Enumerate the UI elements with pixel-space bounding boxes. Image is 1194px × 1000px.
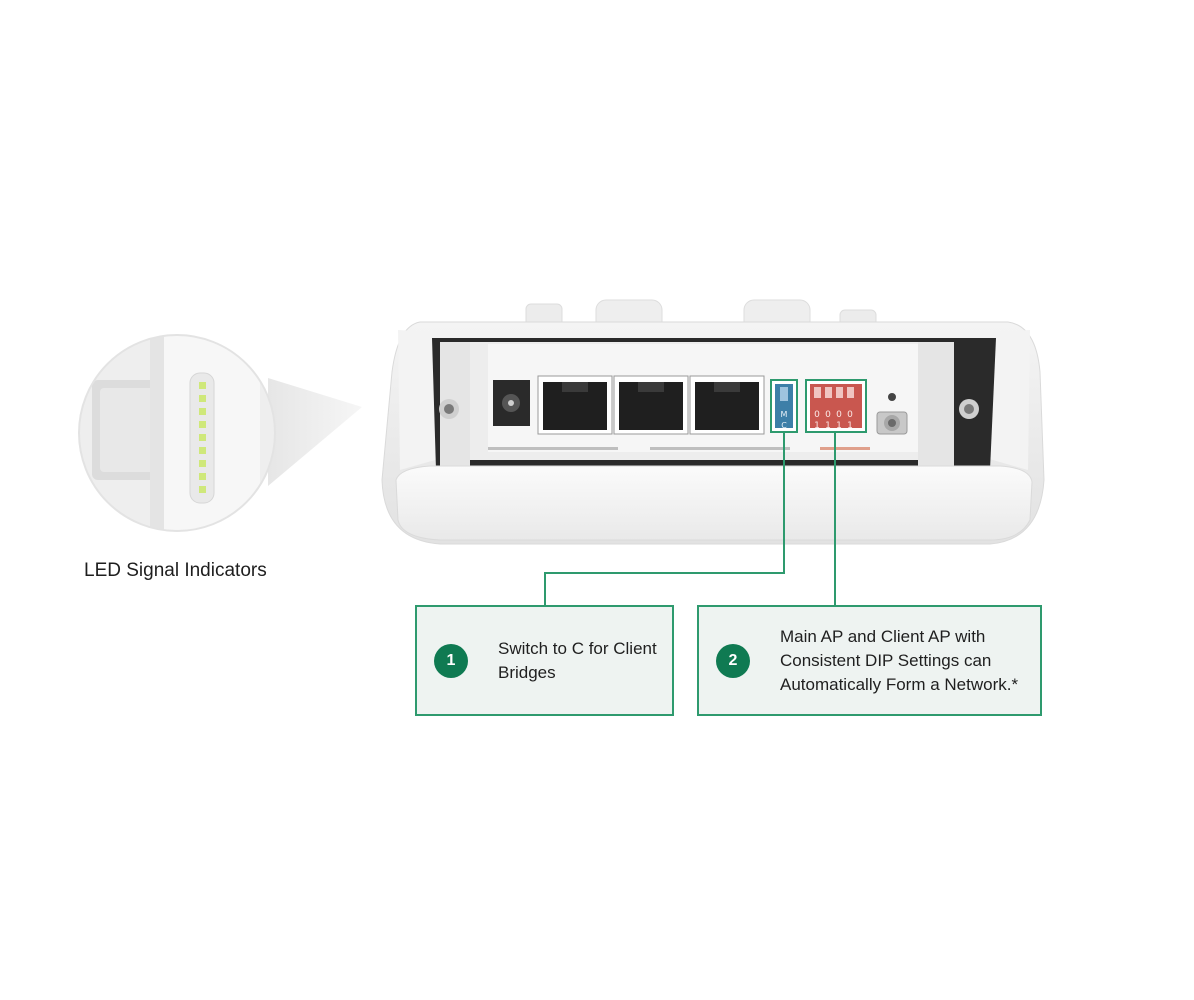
dip-top-label: 0: [814, 410, 820, 420]
dip-top-label: 0: [825, 410, 831, 420]
callout-dip-settings: 2 Main AP and Client AP with Consistent …: [697, 605, 1042, 716]
led-signal-label: LED Signal Indicators: [84, 560, 267, 581]
led-bar-icon: [199, 382, 206, 493]
dip-bottom-label: 1: [825, 421, 831, 431]
dip-switch: 0 0 0 0 1 1 1 1: [805, 379, 867, 433]
callout-text: Main AP and Client AP with Consistent DI…: [780, 626, 1019, 694]
step-number-badge: 1: [434, 643, 468, 678]
ethernet-port-1: [537, 375, 613, 435]
callout-client-bridge: 1 Switch to C for Client Bridges: [415, 605, 674, 716]
magnifier-pointer: [268, 378, 362, 486]
callout-text: Switch to C for Client Bridges: [498, 638, 657, 682]
reset-button: [876, 393, 908, 435]
connector-line-1: [544, 433, 785, 605]
ethernet-port-2: [613, 375, 689, 435]
switch-label-c: C: [781, 421, 787, 430]
dip-top-label: 0: [836, 410, 842, 420]
switch-label-m: M: [781, 410, 788, 419]
step-number-badge: 2: [716, 643, 750, 678]
dip-top-label: 0: [847, 410, 853, 420]
led-zoom-circle: [78, 334, 276, 532]
power-jack: [493, 380, 530, 426]
mode-switch: M C: [770, 379, 798, 433]
dip-bottom-label: 1: [814, 421, 820, 431]
ethernet-port-3: [689, 375, 765, 435]
dip-bottom-label: 1: [836, 421, 842, 431]
dip-bottom-label: 1: [847, 421, 853, 431]
